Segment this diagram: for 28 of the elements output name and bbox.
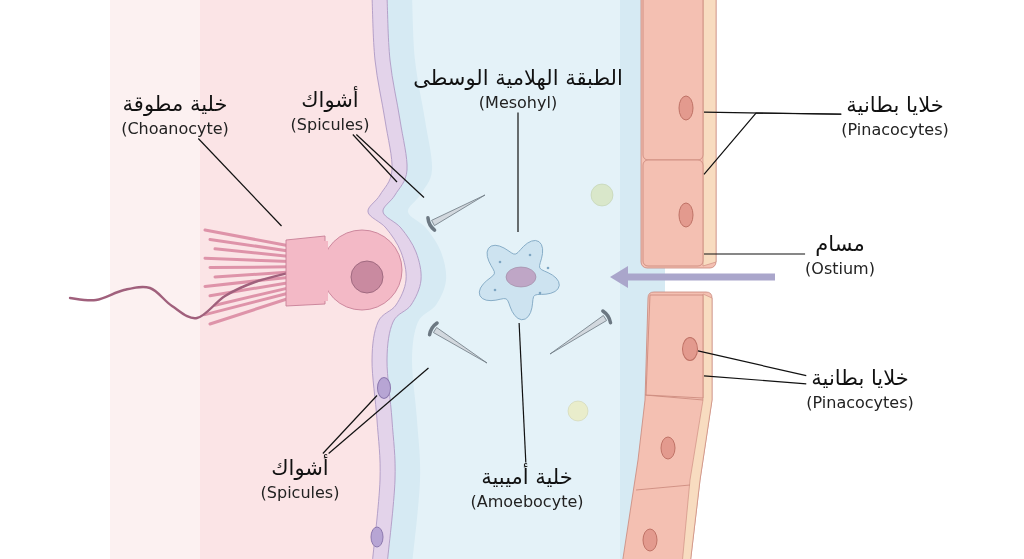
- label-text: خلية أميبية: [481, 462, 573, 491]
- leader-line: [703, 112, 842, 175]
- label-text: (Ostium): [805, 257, 875, 279]
- label-text: خلية مطوقة: [122, 90, 228, 118]
- label-text: مسام: [815, 230, 865, 258]
- label-text: أشواك: [271, 453, 329, 482]
- label-text: (Pinacocytes): [806, 391, 914, 413]
- label-text: خلايا بطانية: [846, 91, 944, 119]
- leader-line: [322, 394, 378, 455]
- label-text: (Pinacocytes): [841, 118, 949, 140]
- label-text: الطبقة الهلامية الوسطى: [413, 64, 623, 92]
- leader-line: [703, 253, 806, 255]
- label-text: (Mesohyl): [478, 91, 558, 113]
- label-text: (Spicules): [290, 113, 370, 135]
- leader-line: [697, 350, 807, 377]
- leader-line: [518, 322, 527, 464]
- leader-line: [355, 133, 425, 199]
- label-text: (Choanocyte): [121, 117, 229, 139]
- leader-line: [197, 137, 283, 227]
- label-text: خلايا بطانية: [811, 364, 909, 392]
- leader-line: [703, 375, 807, 385]
- leader-line: [703, 111, 842, 115]
- leader-line: [352, 133, 398, 183]
- label-text: (Spicules): [260, 481, 340, 503]
- leader-line: [328, 367, 430, 455]
- leader-line: [517, 111, 519, 233]
- label-text: أشواك: [301, 85, 359, 114]
- label-text: (Amoebocyte): [470, 490, 584, 512]
